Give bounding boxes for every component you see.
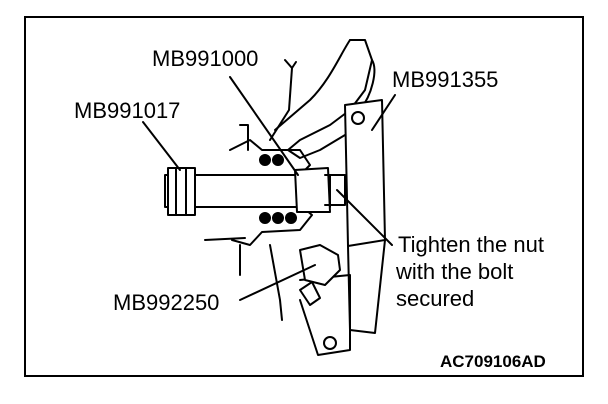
mb991355-arm <box>287 39 373 159</box>
mb991355-bar <box>344 99 386 247</box>
label-mb991017: MB991017 <box>74 98 181 123</box>
mb991000-nut <box>294 167 331 213</box>
figure-code: AC709106AD <box>440 352 546 371</box>
label-mb991000: MB991000 <box>152 46 259 71</box>
note-line-2: with the bolt <box>396 259 514 284</box>
mb992250-tool <box>299 244 341 286</box>
label-mb992250: MB992250 <box>113 290 220 315</box>
note-line-3: secured <box>396 286 475 311</box>
label-mb991355: MB991355 <box>392 67 499 92</box>
mb991017-nut <box>167 167 196 216</box>
note-line-1: Tighten the nut <box>398 232 544 257</box>
